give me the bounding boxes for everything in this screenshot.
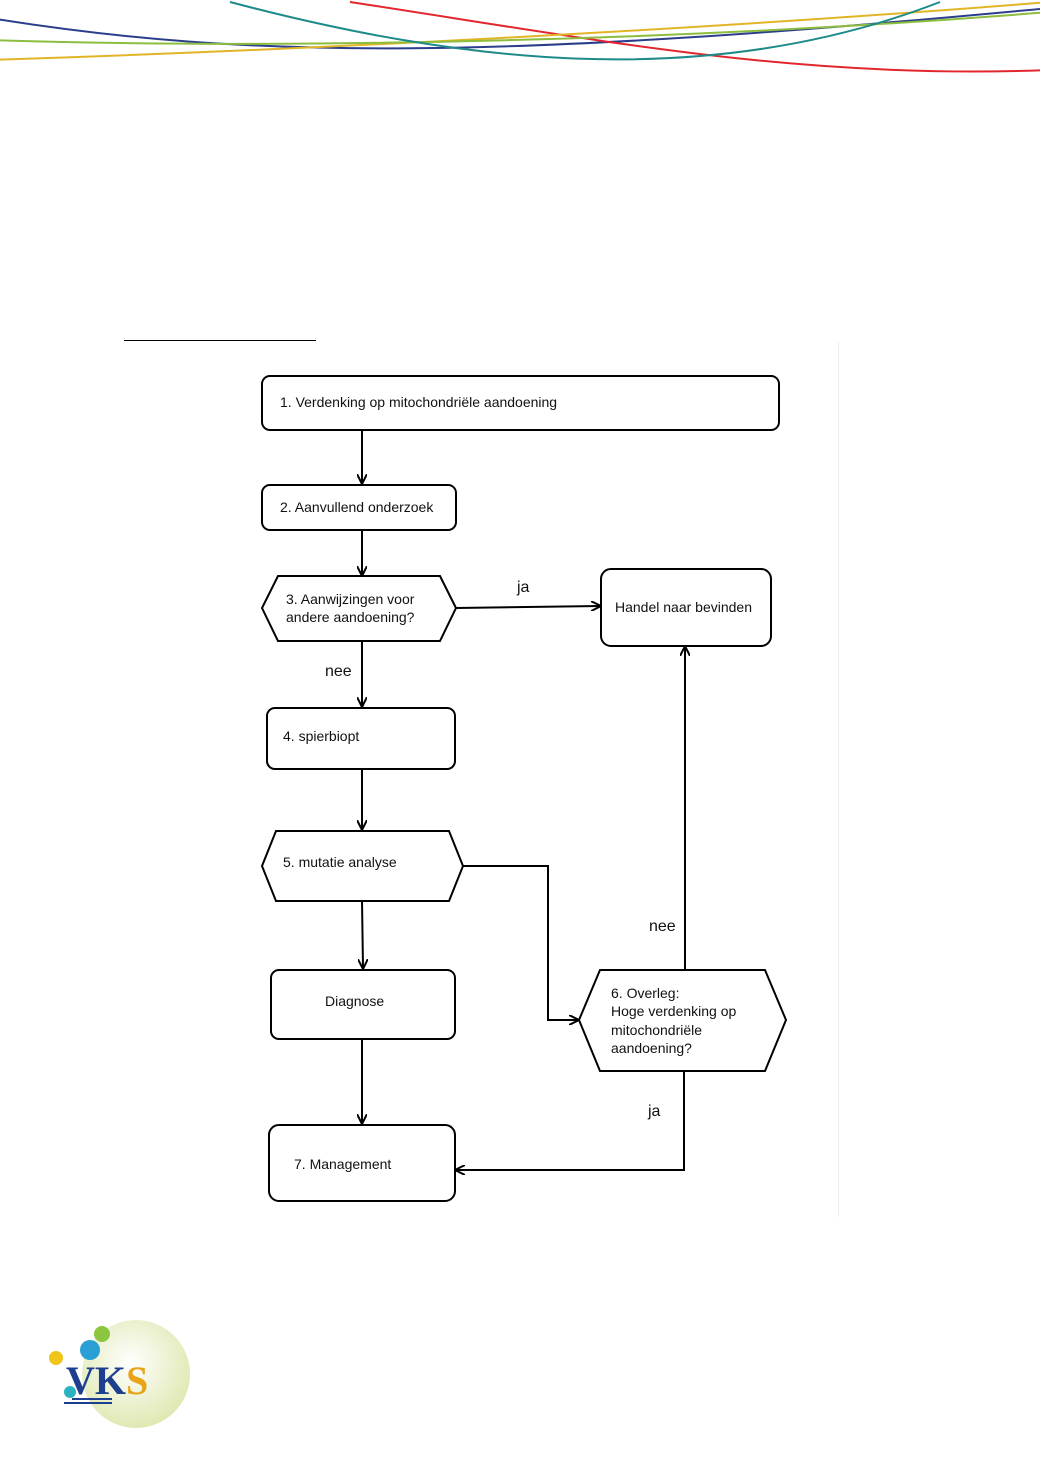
node-2-label: 2. Aanvullend onderzoek xyxy=(280,499,434,515)
vks-logo: VKS xyxy=(49,1320,190,1428)
edge-label-nee-left: nee xyxy=(325,663,352,680)
node-6-overleg: 6. Overleg: Hoge verdenking op mitochond… xyxy=(577,969,788,1072)
logo-tagline-2 xyxy=(64,1402,112,1404)
edge-n5-n6 xyxy=(463,865,578,1020)
logo-bubble-teal xyxy=(64,1386,76,1398)
edge-n6-n7 xyxy=(456,1071,685,1170)
edge-label-ja-bottom: ja xyxy=(647,1103,661,1120)
edge-n5-diagnose xyxy=(362,900,363,968)
node-3-label-line-2: andere aandoening? xyxy=(286,609,415,625)
wave-red xyxy=(349,1,1040,73)
node-1-label: 1. Verdenking op mitochondriële aandoeni… xyxy=(280,394,557,410)
logo-bubble-green xyxy=(94,1326,110,1342)
edge-n3-handel xyxy=(455,606,600,608)
node-3-aanwijzingen: 3. Aanwijzingen voor andere aandoening? xyxy=(260,575,458,642)
node-6-label-line-2: Hoge verdenking op xyxy=(611,1003,737,1019)
wave-teal xyxy=(229,1,941,61)
node-handel-naar-bevinden: Handel naar bevinden xyxy=(600,568,772,647)
section-heading-underline xyxy=(124,340,316,341)
wave-green xyxy=(0,11,1040,45)
edge-label-nee-right: nee xyxy=(649,918,676,935)
logo-bubble-yellow xyxy=(49,1351,63,1365)
edge-label-ja-top: ja xyxy=(516,579,530,596)
logo-text: VKS xyxy=(66,1358,148,1403)
node-4-spierbiopt: 4. spierbiopt xyxy=(266,707,456,770)
logo-bubble-blue xyxy=(80,1340,100,1360)
node-1-verdenking: 1. Verdenking op mitochondriële aandoeni… xyxy=(261,375,780,431)
node-7-management: 7. Management xyxy=(268,1124,456,1202)
node-5-mutatie-analyse: 5. mutatie analyse xyxy=(260,830,465,902)
node-6-label-line-3: mitochondriële xyxy=(611,1022,702,1038)
node-3-label-line-1: 3. Aanwijzingen voor xyxy=(286,591,415,607)
content-edge xyxy=(838,342,839,1217)
node-6-label-line-4: aandoening? xyxy=(611,1040,692,1056)
node-7-label: 7. Management xyxy=(294,1156,391,1172)
node-4-label: 4. spierbiopt xyxy=(283,728,359,744)
header-waves xyxy=(0,1,1040,73)
node-6-label-line-1: 6. Overleg: xyxy=(611,985,679,1001)
node-5-label: 5. mutatie analyse xyxy=(283,854,397,870)
node-2-aanvullend-onderzoek: 2. Aanvullend onderzoek xyxy=(261,484,457,531)
logo-tagline-1 xyxy=(72,1398,112,1400)
node-handel-label: Handel naar bevinden xyxy=(615,599,752,615)
node-diagnose-label: Diagnose xyxy=(325,993,384,1009)
wave-yellow xyxy=(0,1,1040,61)
logo-big-bubble xyxy=(82,1320,190,1428)
node-diagnose: Diagnose xyxy=(270,969,456,1040)
